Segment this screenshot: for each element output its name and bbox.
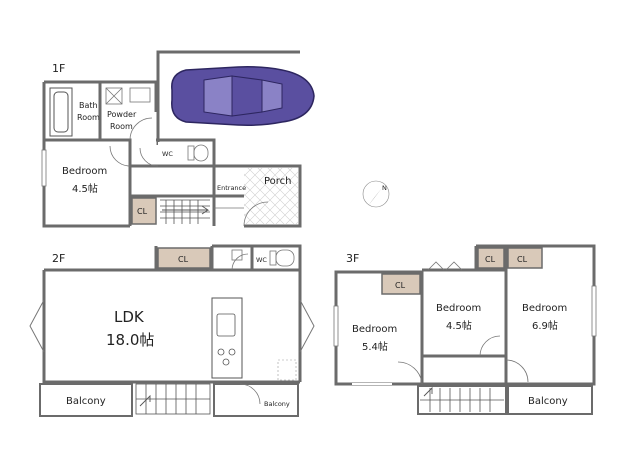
stairs-2f xyxy=(135,383,211,415)
kitchen-counter xyxy=(211,297,243,379)
second-floor-walls xyxy=(39,244,302,417)
bay-window-right xyxy=(299,299,315,353)
closet-2f-label: CL xyxy=(178,255,189,264)
bedroom-3f-left-size: 5.4帖 xyxy=(362,340,388,353)
window-3f-right xyxy=(591,285,597,337)
parking-area xyxy=(156,50,315,145)
bedroom-3f-right-label: Bedroom xyxy=(522,303,567,314)
powder-room: Powder Room xyxy=(105,87,153,141)
balcony-2f-main-label: Balcony xyxy=(66,396,106,407)
closet-3f-right: CL xyxy=(507,247,543,269)
closet-3f-left-label: CL xyxy=(395,281,406,290)
car-icon xyxy=(171,66,315,126)
balcony-2f-small: Balcony xyxy=(239,383,290,408)
closet-2f: CL xyxy=(157,247,211,269)
third-floor-walls xyxy=(334,244,596,415)
wc-2f: WC xyxy=(231,249,295,271)
ldk-size: 18.0帖 xyxy=(106,331,154,349)
wc-2f-label: WC xyxy=(256,256,267,264)
closet-1f: CL xyxy=(131,197,157,225)
stairs-1f xyxy=(160,199,210,224)
fridge-space xyxy=(277,359,297,381)
wc-1f-label: WC xyxy=(162,150,173,158)
bath-label-2: Room xyxy=(77,113,100,122)
bedroom-3f-left: Bedroom 5.4帖 xyxy=(352,324,423,385)
entrance: Entrance xyxy=(214,168,246,209)
bedroom-3f-mid-label: Bedroom xyxy=(436,303,481,314)
floor-label-2f: 2F xyxy=(52,252,65,265)
closet-3f-mid: CL xyxy=(477,247,505,269)
sink-icon xyxy=(216,313,236,337)
bath-room: Bath Room xyxy=(49,87,100,137)
powder-label-2: Room xyxy=(110,122,133,131)
floor-label-1f: 1F xyxy=(52,62,65,75)
floor-label-3f: 3F xyxy=(346,252,359,265)
closet-3f-mid-label: CL xyxy=(485,255,496,264)
balcony-3f: Balcony xyxy=(528,396,568,407)
ldk-label: LDK xyxy=(114,308,145,326)
bedroom-3f-right: Bedroom 6.9帖 xyxy=(505,303,567,383)
bedroom-3f-mid-size: 4.5帖 xyxy=(446,319,472,332)
porch: Porch xyxy=(243,168,298,227)
third-floor: 3F CL CL CL Bedroom xyxy=(333,244,597,415)
bedroom-3f-right-size: 6.9帖 xyxy=(532,319,558,332)
ldk-room: LDK 18.0帖 xyxy=(106,308,154,349)
bath-label-1: Bath xyxy=(79,101,98,110)
compass: N xyxy=(362,180,390,208)
first-floor: 1F Bath Roo xyxy=(41,50,315,228)
closet-1f-label: CL xyxy=(137,207,148,216)
bedroom-1f-size: 4.5帖 xyxy=(72,182,98,195)
entrance-label: Entrance xyxy=(217,184,246,192)
bedroom-1f-label: Bedroom xyxy=(62,166,107,177)
stairs-3f xyxy=(420,386,504,412)
compass-arrow-icon xyxy=(368,184,385,206)
window-3f-top xyxy=(427,261,463,271)
bedroom-3f-mid: Bedroom 4.5帖 xyxy=(436,303,501,357)
closet-3f-left: CL xyxy=(381,273,421,295)
balcony-3f-label: Balcony xyxy=(528,396,568,407)
bedroom-1f: Bedroom 4.5帖 xyxy=(41,145,131,195)
second-floor: 2F CL WC LDK 18.0帖 xyxy=(29,244,315,417)
window-3f-left xyxy=(333,305,339,347)
bay-window-left xyxy=(29,299,45,353)
balcony-2f-small-label: Balcony xyxy=(264,400,290,408)
powder-label-1: Powder xyxy=(107,110,137,119)
porch-label: Porch xyxy=(264,176,292,187)
closet-3f-right-label: CL xyxy=(517,255,528,264)
bedroom-3f-left-label: Bedroom xyxy=(352,324,397,335)
balcony-2f-main: Balcony xyxy=(66,396,106,407)
compass-north-label: N xyxy=(382,184,387,192)
stove-icon xyxy=(217,348,225,356)
wc-1f: WC xyxy=(139,142,212,167)
